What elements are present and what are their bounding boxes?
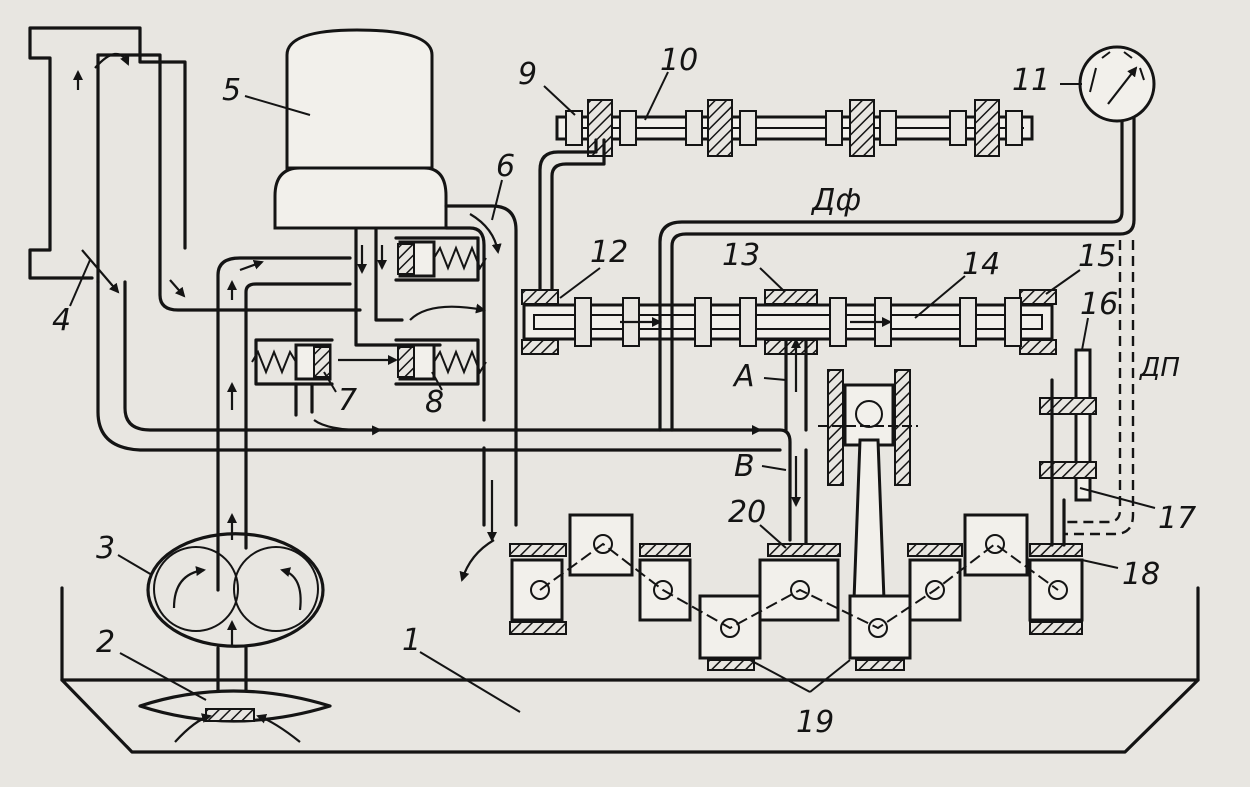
label-9: 9 bbox=[518, 57, 537, 92]
label-16: 16 bbox=[1080, 287, 1118, 322]
label-13: 13 bbox=[722, 238, 760, 273]
rocker-shaft-assembly bbox=[538, 99, 1034, 302]
filter-outlet-pipe bbox=[444, 204, 518, 582]
crankshaft bbox=[509, 513, 1084, 671]
oil-pump bbox=[146, 532, 325, 648]
oil-intake bbox=[138, 646, 332, 743]
bypass-valve-8 bbox=[338, 303, 487, 386]
leader-lines bbox=[69, 71, 1156, 713]
label-20: 20 bbox=[728, 495, 766, 530]
oil-cooler bbox=[28, 26, 792, 542]
label-A: A bbox=[732, 359, 755, 394]
label-1: 1 bbox=[402, 623, 421, 658]
piston-connecting-rod bbox=[818, 369, 918, 602]
oil-sump bbox=[60, 586, 1200, 754]
label-4: 4 bbox=[52, 303, 71, 338]
label-15: 15 bbox=[1078, 239, 1116, 274]
label-5: 5 bbox=[222, 73, 241, 108]
label-11: 11 bbox=[1012, 63, 1050, 98]
camshaft-assembly bbox=[521, 289, 1057, 355]
label-18: 18 bbox=[1122, 557, 1160, 592]
pump-delivery-pipe bbox=[216, 228, 442, 592]
oil-filter bbox=[273, 28, 448, 230]
fuel-pump-drive bbox=[1039, 348, 1097, 547]
intake-screen bbox=[205, 708, 255, 722]
label-8: 8 bbox=[425, 385, 444, 420]
label-14: 14 bbox=[962, 247, 1000, 282]
label-2: 2 bbox=[96, 625, 115, 660]
label-3: 3 bbox=[96, 531, 115, 566]
label-19: 19 bbox=[796, 705, 834, 740]
label-10: 10 bbox=[660, 43, 698, 78]
label-17: 17 bbox=[1158, 501, 1196, 536]
label-B: B bbox=[734, 449, 755, 484]
pressure-reducing-valve-7 bbox=[251, 338, 382, 436]
label-df: Дф bbox=[810, 183, 861, 218]
label-dp: ДП bbox=[1139, 353, 1180, 383]
label-7: 7 bbox=[338, 383, 357, 418]
callout-labels: 1 2 3 4 5 6 7 8 9 10 11 12 13 14 15 16 1… bbox=[52, 43, 1196, 740]
pressure-gauge-line bbox=[658, 45, 1156, 536]
label-12: 12 bbox=[590, 235, 628, 270]
bypass-valve-upper bbox=[394, 236, 487, 282]
main-oil-gallery bbox=[700, 338, 808, 547]
label-6: 6 bbox=[496, 149, 515, 184]
